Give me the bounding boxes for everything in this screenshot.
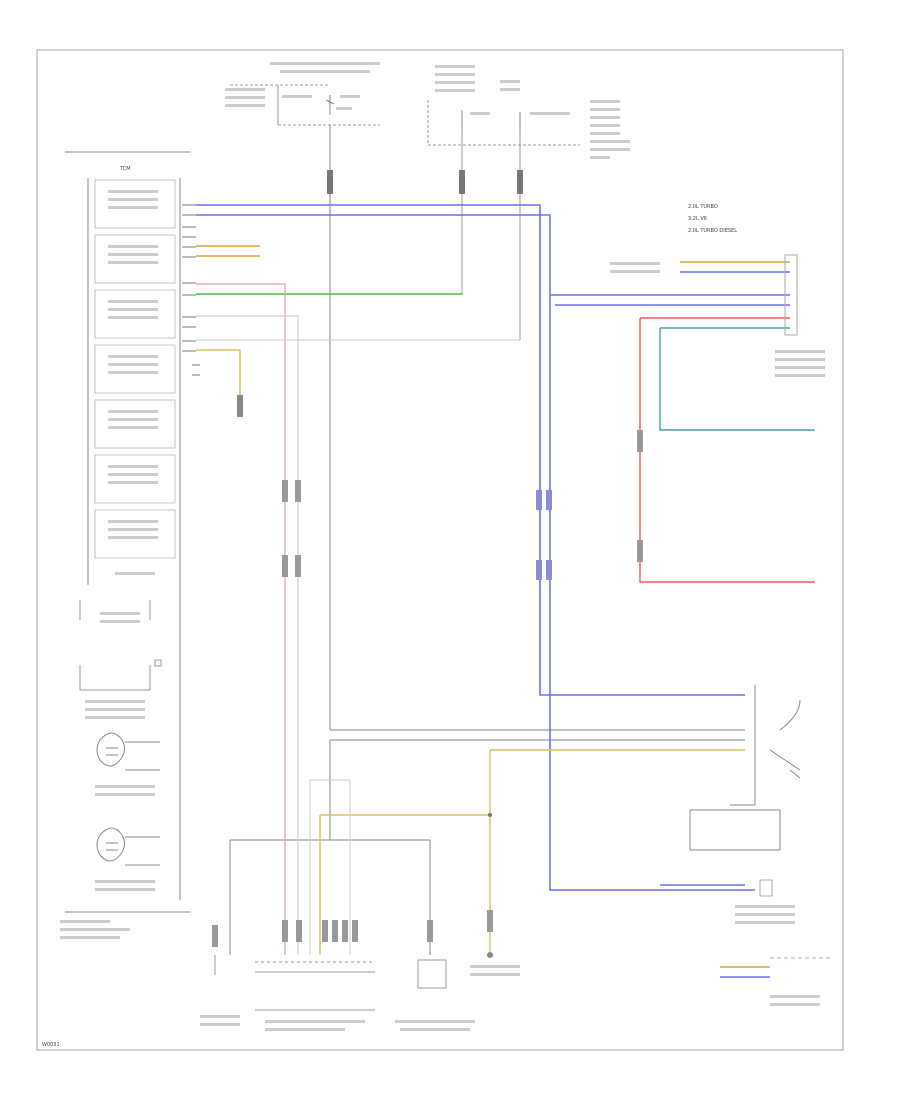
wire-gray-main [229,125,745,955]
ecm-bottom-connector [470,952,520,976]
brake-switch-module [395,959,475,1031]
output-speed-sensor-icon [95,827,160,891]
transmission-range-sensor [79,600,162,719]
legend-item-3: 2.0L TURBO DIESEL [688,228,737,234]
comfort-module [735,879,795,924]
instrument-cluster [770,957,830,1006]
ground-point [200,955,240,1026]
diagram-code: W0031 [42,1042,60,1048]
wire-red [196,283,815,955]
ecm-connector [610,254,825,377]
legend-item-1: 2.0L TURBO [688,204,718,210]
shift-lock-solenoid [689,685,801,851]
tcm-label: TCM [119,166,131,172]
fuse-panel [427,65,630,159]
diagram-border [36,49,844,1051]
input-speed-sensor-icon [95,732,160,796]
wire-blu-wht [196,204,790,891]
wire-org [196,245,790,978]
tcm-pins [182,204,200,376]
wire-yellow [196,349,745,955]
wire-blu-gry [659,327,815,431]
selector-lever-module [255,961,375,1031]
legend: 2.0L TURBO 3.2L V6 2.0L TURBO DIESEL [688,204,737,234]
legend-item-2: 3.2L V6 [688,216,707,222]
tcm-block: TCM [60,151,190,939]
power-supply-relay [225,62,380,126]
